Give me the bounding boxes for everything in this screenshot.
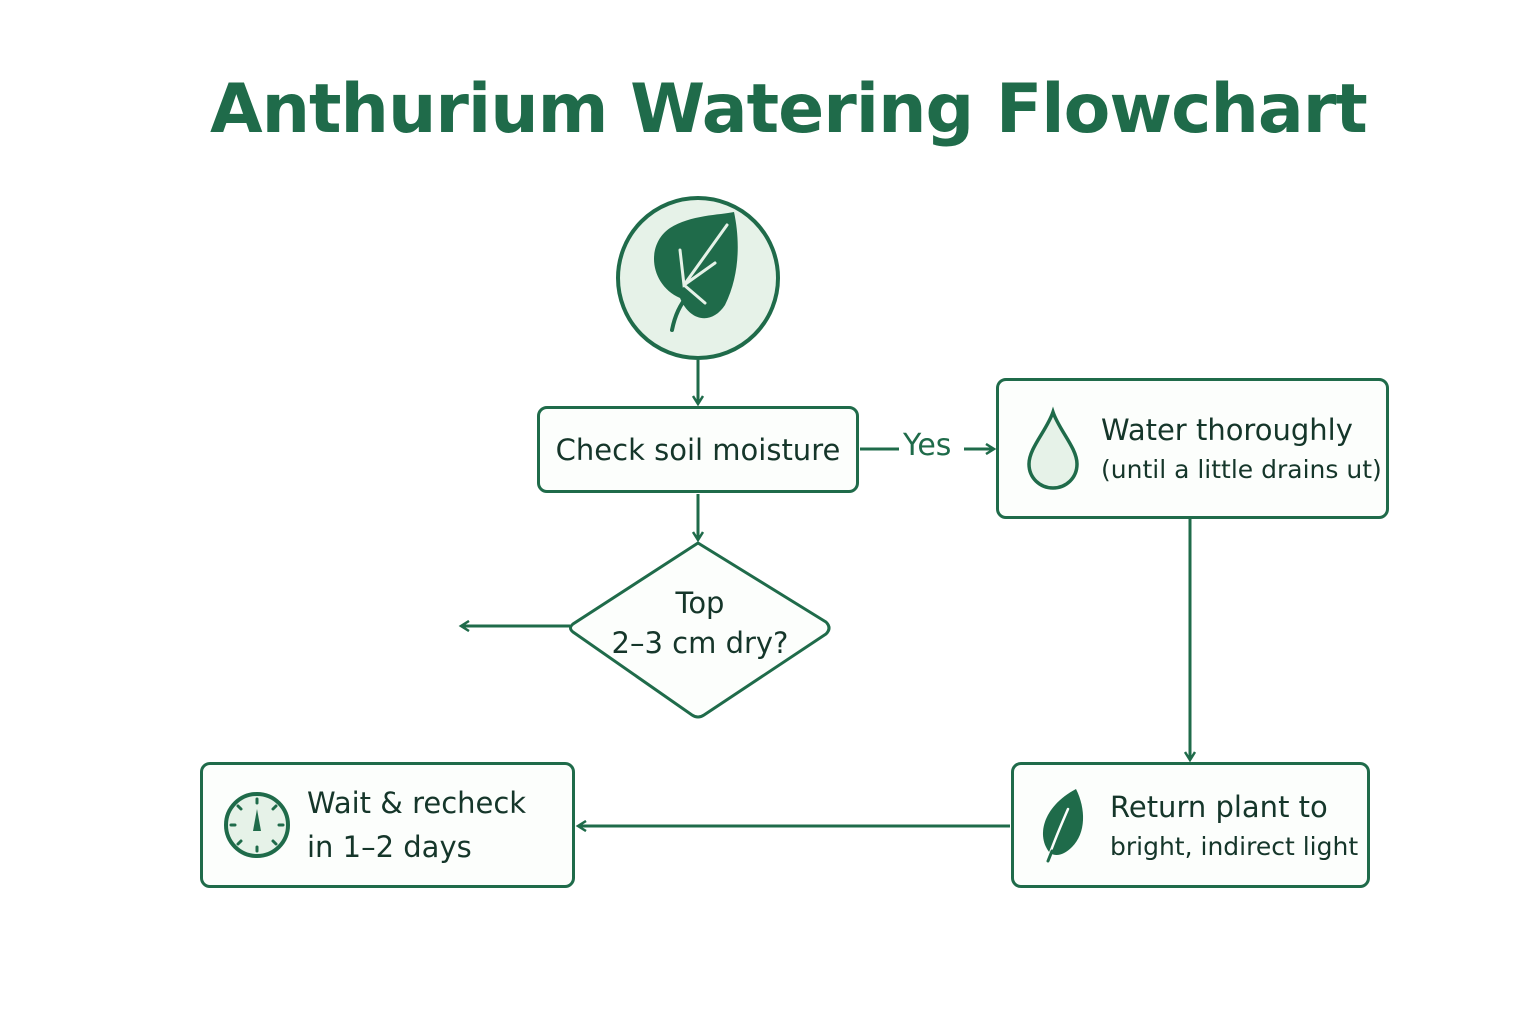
wait-line2: in 1–2 days [307, 830, 472, 864]
diagram-title: Anthurium Watering Flowchart [210, 70, 1368, 149]
decision-label: Top 2–3 cm dry? [580, 583, 820, 663]
return-node: Return plant to bright, indirect light [1011, 762, 1370, 888]
check-soil-label: Check soil moisture [555, 432, 841, 467]
check-soil-node: Check soil moisture [537, 406, 859, 493]
leaf-icon [1042, 789, 1084, 863]
water-line1: Water thoroughly [1101, 413, 1353, 447]
leaf-icon [653, 212, 738, 332]
wait-line1: Wait & recheck [307, 786, 527, 820]
decision-line1: Top [675, 586, 725, 620]
return-line1: Return plant to [1110, 789, 1328, 824]
clock-icon [224, 792, 290, 858]
start-node [616, 196, 780, 360]
water-drop-icon [1027, 405, 1079, 490]
decision-node [569, 541, 831, 719]
wait-node: Wait & recheck in 1–2 days [200, 762, 575, 888]
return-line2: bright, indirect light [1110, 831, 1359, 861]
yes-label: Yes [903, 428, 952, 463]
water-node: Water thoroughly (until a little drains … [996, 378, 1389, 519]
water-line2: (until a little drains ut) [1101, 455, 1382, 484]
decision-line2: 2–3 cm dry? [611, 626, 789, 660]
